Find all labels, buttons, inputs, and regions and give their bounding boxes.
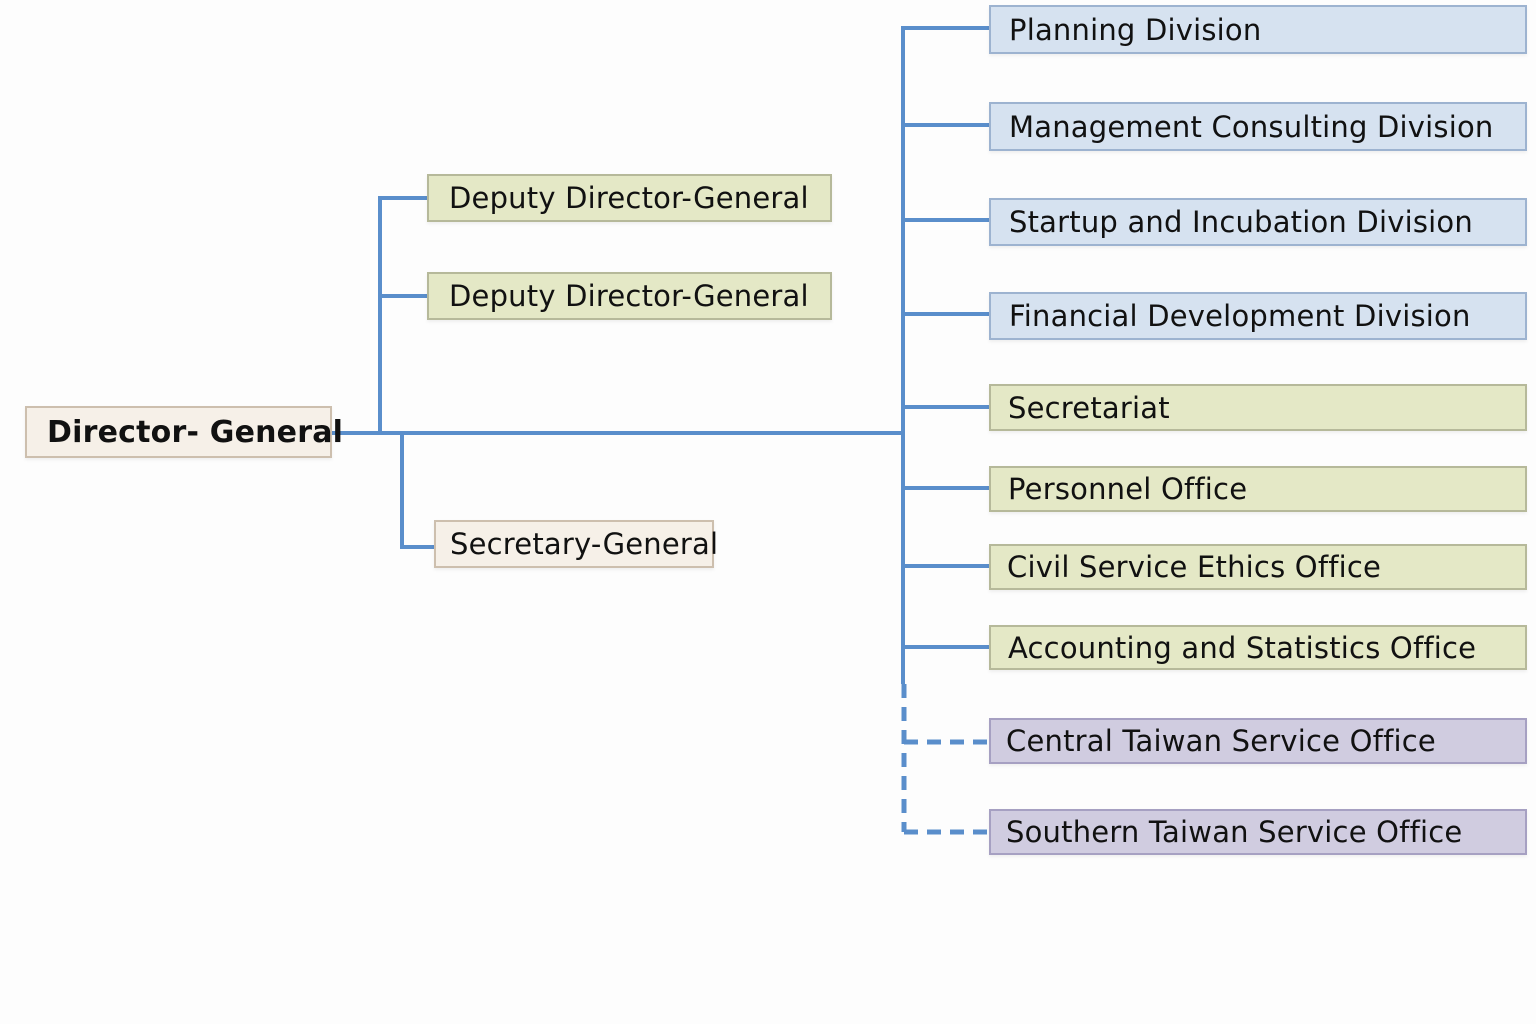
office-label: Personnel Office — [1008, 472, 1248, 506]
deputy-director-general-label: Deputy Director-General — [449, 181, 809, 215]
management-consulting-division-box: Management Consulting Division — [989, 102, 1527, 151]
secretary-general-box: Secretary-General — [434, 520, 718, 568]
division-label: Management Consulting Division — [1009, 109, 1494, 144]
deputy-director-general-label: Deputy Director-General — [449, 279, 809, 313]
secretary-general-label: Secretary-General — [450, 527, 719, 561]
division-label: Financial Development Division — [1009, 299, 1471, 333]
office-label: Civil Service Ethics Office — [1007, 550, 1382, 584]
secretariat-box: Secretariat — [989, 384, 1527, 431]
planning-division-box: Planning Division — [989, 5, 1527, 54]
startup-incubation-division-box: Startup and Incubation Division — [989, 198, 1527, 246]
division-label: Planning Division — [1009, 12, 1262, 47]
personnel-office-box: Personnel Office — [989, 466, 1527, 512]
southern-taiwan-service-office-box: Southern Taiwan Service Office — [989, 809, 1527, 855]
office-label: Accounting and Statistics Office — [1008, 630, 1477, 665]
deputy-director-general-box-1: Deputy Director-General — [427, 174, 832, 222]
service-office-label: Southern Taiwan Service Office — [1006, 815, 1463, 849]
office-label: Secretariat — [1008, 390, 1170, 425]
accounting-statistics-office-box: Accounting and Statistics Office — [989, 625, 1527, 670]
central-taiwan-service-office-box: Central Taiwan Service Office — [989, 718, 1527, 764]
service-office-label: Central Taiwan Service Office — [1006, 724, 1436, 758]
civil-service-ethics-office-box: Civil Service Ethics Office — [989, 544, 1527, 590]
director-general-label: Director- General — [47, 414, 344, 450]
director-general-box: Director- General — [25, 406, 343, 458]
financial-development-division-box: Financial Development Division — [989, 292, 1527, 340]
division-label: Startup and Incubation Division — [1009, 205, 1473, 239]
deputy-director-general-box-2: Deputy Director-General — [427, 272, 832, 320]
